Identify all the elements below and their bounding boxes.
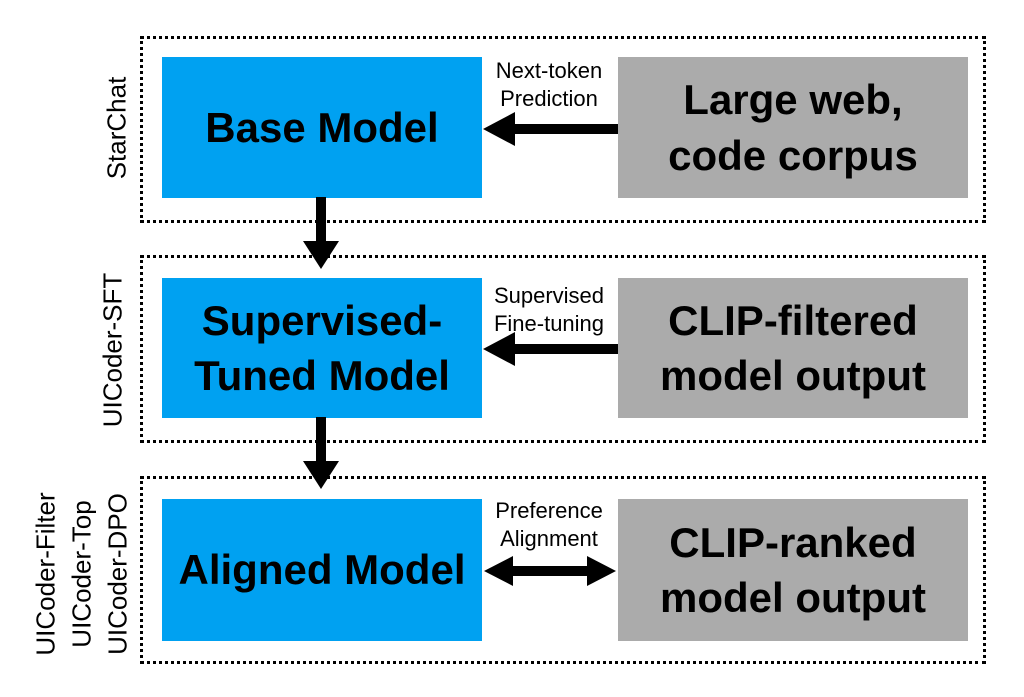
model-box-label: Supervised- <box>201 296 443 344</box>
down-arrow-icon <box>303 417 339 489</box>
left-arrow-icon <box>483 332 619 366</box>
model-box-supervised-tuned: Supervised- Tuned Model <box>162 278 482 418</box>
left-arrow-icon <box>483 112 619 146</box>
process-label-line: Supervised <box>493 283 605 308</box>
data-box-label: model output <box>660 574 926 621</box>
model-box-label: Base Model <box>205 103 439 151</box>
model-box-aligned: Aligned Model <box>162 499 482 641</box>
data-box-label: model output <box>660 352 926 399</box>
process-label-preference-alignment: Preference Alignment <box>478 497 620 553</box>
data-box-label: CLIP-filtered <box>668 296 918 344</box>
data-box-clip-ranked: CLIP-ranked model output <box>618 499 968 641</box>
stage-frame-sft <box>140 255 986 443</box>
process-label-line: Alignment <box>500 526 598 552</box>
process-label-next-token: Next-token Prediction <box>478 57 620 113</box>
process-label-line: Fine-tuning <box>493 311 605 337</box>
stage-frame-pretraining <box>140 36 986 223</box>
model-box-base: Base Model <box>162 57 482 198</box>
process-label-line: Preference <box>495 498 603 523</box>
side-label-uicoder-top: UICoder-Top <box>66 500 97 648</box>
process-label-supervised-finetuning: Supervised Fine-tuning <box>478 282 620 338</box>
process-label-line: Next-token <box>495 58 603 83</box>
data-box-label: Large web, <box>683 76 903 124</box>
stage-frame-alignment <box>140 476 986 664</box>
data-box-label: code corpus <box>668 131 918 179</box>
data-box-clip-filtered: CLIP-filtered model output <box>618 278 968 418</box>
side-label-uicoder-dpo: UICoder-DPO <box>102 493 133 655</box>
process-label-line: Prediction <box>500 86 598 112</box>
data-box-web-corpus: Large web, code corpus <box>618 57 968 198</box>
side-label-starchat: StarChat <box>101 76 132 180</box>
model-box-label: Aligned Model <box>178 546 466 594</box>
side-label-uicoder-filter: UICoder-Filter <box>30 492 61 656</box>
double-arrow-icon <box>484 556 616 586</box>
data-box-label: CLIP-ranked <box>669 518 917 566</box>
side-label-uicoder-sft: UICoder-SFT <box>97 272 128 428</box>
model-box-label: Tuned Model <box>194 352 450 399</box>
